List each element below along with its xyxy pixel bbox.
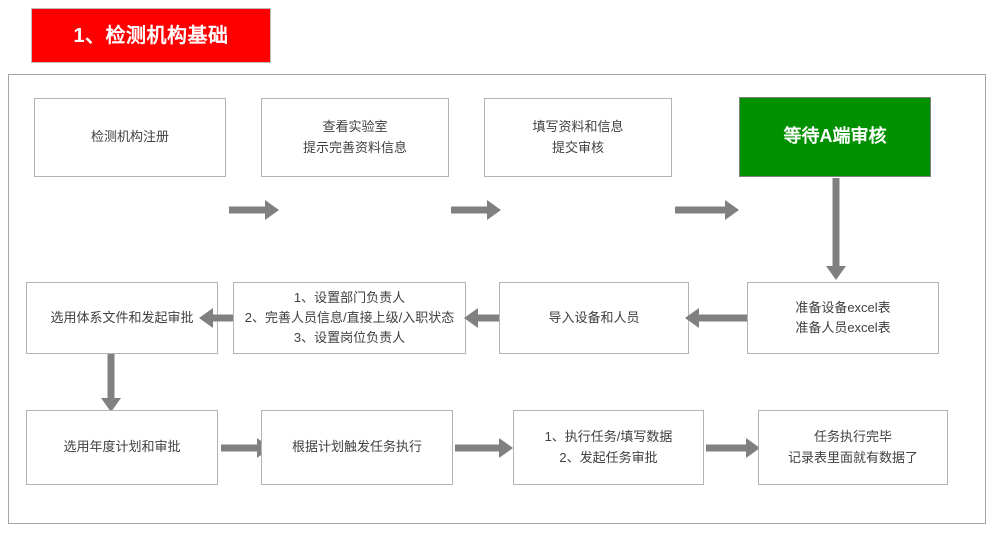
flow-arrow-n1-n2	[229, 200, 279, 220]
flow-arrow-n11-n12	[706, 438, 760, 458]
flow-node-fill-materials-submit-review[interactable]: 填写资料和信息 提交审核	[484, 98, 672, 177]
arrow-head-right-icon	[487, 200, 501, 220]
arrow-shaft	[107, 354, 115, 400]
flow-node-setup-dept-staff-positions[interactable]: 1、设置部门负责人 2、完善人员信息/直接上级/入职状态 3、设置岗位负责人	[233, 282, 466, 354]
flow-node-detection-agency-register[interactable]: 检测机构注册	[34, 98, 226, 177]
arrow-shaft	[474, 314, 508, 322]
flow-node-import-equipment-staff[interactable]: 导入设备和人员	[499, 282, 689, 354]
flow-node-select-system-doc-approval[interactable]: 选用体系文件和发起审批	[26, 282, 218, 354]
flow-arrow-n4-n8	[826, 178, 846, 280]
arrow-shaft	[675, 206, 727, 214]
flow-arrow-n5-n9	[101, 354, 121, 412]
flow-node-label: 填写资料和信息 提交审核	[532, 119, 624, 155]
arrow-head-down-icon	[101, 398, 121, 412]
flow-arrow-n8-n7	[685, 308, 751, 328]
flow-node-execute-task-fill-data[interactable]: 1、执行任务/填写数据 2、发起任务审批	[513, 410, 704, 485]
flow-node-label: 导入设备和人员	[548, 309, 640, 325]
flow-node-label: 选用体系文件和发起审批	[50, 309, 194, 325]
arrow-head-right-icon	[746, 438, 760, 458]
flow-node-trigger-task-by-plan[interactable]: 根据计划触发任务执行	[261, 410, 453, 485]
arrow-shaft	[209, 314, 243, 322]
flow-arrow-n6-n5	[199, 308, 243, 328]
arrow-head-down-icon	[826, 266, 846, 280]
arrow-head-right-icon	[725, 200, 739, 220]
flow-node-view-lab-complete-info[interactable]: 查看实验室 提示完善资料信息	[261, 98, 449, 177]
flow-node-prepare-excel-sheets[interactable]: 准备设备excel表 准备人员excel表	[747, 282, 939, 354]
arrow-shaft	[455, 444, 501, 452]
arrow-shaft	[832, 178, 840, 268]
arrow-head-left-icon	[685, 308, 699, 328]
flow-arrow-n10-n11	[455, 438, 513, 458]
section-header-title: 1、检测机构基础	[73, 24, 229, 47]
flow-node-label: 根据计划触发任务执行	[291, 439, 422, 455]
flow-node-label: 任务执行完毕 记录表里面就有数据了	[787, 429, 918, 465]
flow-node-label: 等待A端审核	[783, 126, 887, 147]
flow-arrow-n2-n3	[451, 200, 501, 220]
arrow-shaft	[451, 206, 489, 214]
arrow-head-right-icon	[265, 200, 279, 220]
flow-arrow-n7-n6	[464, 308, 508, 328]
flow-node-label: 检测机构注册	[90, 129, 169, 145]
flow-node-label: 选用年度计划和审批	[63, 439, 181, 455]
section-header-banner: 1、检测机构基础	[31, 8, 271, 63]
flow-node-label: 准备设备excel表 准备人员excel表	[795, 299, 891, 335]
arrow-shaft	[706, 444, 748, 452]
arrow-shaft	[695, 314, 751, 322]
flow-node-label: 1、设置部门负责人 2、完善人员信息/直接上级/入职状态 3、设置岗位负责人	[244, 289, 455, 346]
flow-node-label: 查看实验室 提示完善资料信息	[302, 119, 407, 155]
arrow-shaft	[221, 444, 259, 452]
flow-node-waiting-a-side-review[interactable]: 等待A端审核	[739, 97, 931, 177]
flow-node-select-annual-plan-approval[interactable]: 选用年度计划和审批	[26, 410, 218, 485]
arrow-shaft	[229, 206, 267, 214]
flow-container: 检测机构注册 查看实验室 提示完善资料信息 填写资料和信息 提交审核 等待A端审…	[8, 74, 986, 524]
flow-node-label: 1、执行任务/填写数据 2、发起任务审批	[544, 429, 673, 465]
arrow-head-left-icon	[199, 308, 213, 328]
arrow-head-left-icon	[464, 308, 478, 328]
flow-arrow-n3-n4	[675, 200, 739, 220]
arrow-head-right-icon	[499, 438, 513, 458]
flow-node-task-finished-records[interactable]: 任务执行完毕 记录表里面就有数据了	[758, 410, 948, 485]
